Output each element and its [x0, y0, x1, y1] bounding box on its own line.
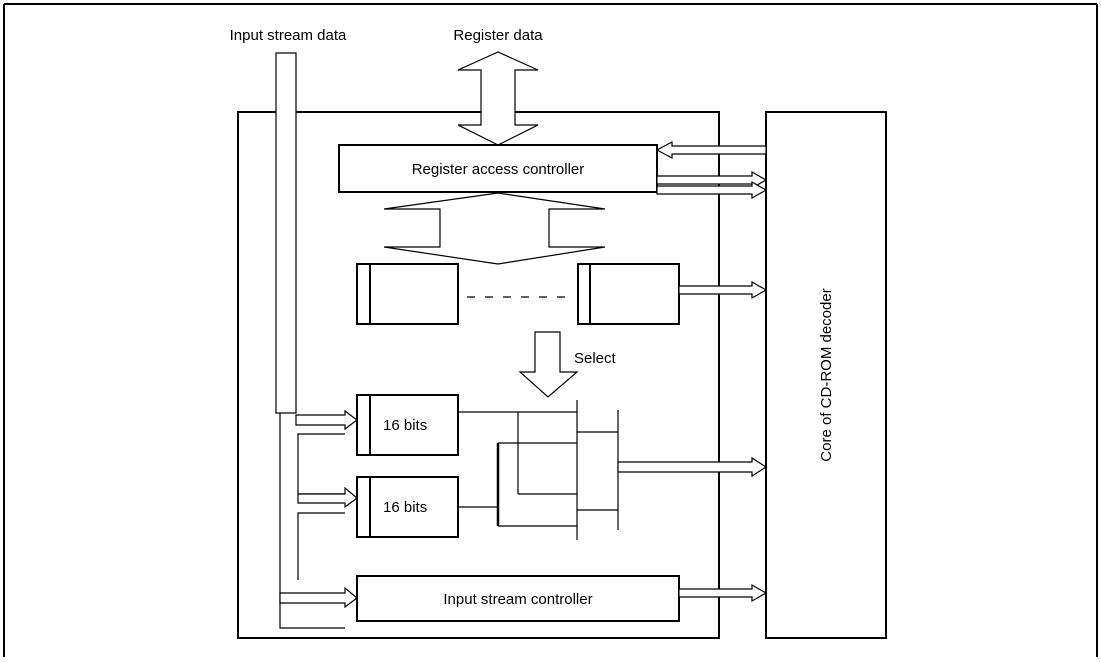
input-stream-controller-box: [356, 575, 680, 622]
buffer-bottom-box: [356, 476, 459, 538]
buffer-top-label: 16 bits: [383, 417, 427, 434]
buffer-loop-upper: [297, 433, 345, 495]
core-decoder-box: [765, 111, 887, 639]
controller-to-core-arrow-1: [656, 170, 768, 190]
select-arrow: [518, 331, 579, 398]
input-to-controller-arrow: [279, 586, 358, 609]
buffer-top-box: [356, 394, 459, 456]
buffer-loop-upper-arrow: [297, 486, 358, 509]
register-block-left: [356, 263, 459, 325]
register-bus-arrow: [383, 192, 606, 265]
module-box: [237, 111, 720, 639]
register-to-core-arrow: [678, 280, 768, 300]
input-to-buffer-top-arrow: [295, 409, 358, 431]
controller-to-core-arrow-bottom: [678, 583, 768, 603]
core-to-controller-arrow: [655, 141, 767, 159]
register-data-label: Register data: [453, 27, 543, 44]
register-access-controller-label: Register access controller: [412, 161, 585, 178]
input-stream-controller-label: Input stream controller: [443, 591, 592, 608]
register-data-arrow: [457, 51, 539, 146]
core-decoder-label: Core of CD-ROM decoder: [818, 288, 835, 461]
input-stream-feed-line: [279, 413, 345, 629]
register-access-controller-box: [338, 144, 658, 193]
select-label: Select: [574, 350, 617, 367]
controller-to-core-arrow-2: [656, 180, 768, 200]
mux-to-core-arrow: [617, 456, 768, 478]
mux-wiring: [458, 400, 619, 540]
buffer-loop-lower: [297, 512, 345, 580]
buffer-bottom-label: 16 bits: [383, 499, 427, 516]
input-stream-arrow: [275, 52, 297, 414]
register-block-right: [577, 263, 680, 325]
input-stream-data-label: Input stream data: [230, 27, 347, 44]
